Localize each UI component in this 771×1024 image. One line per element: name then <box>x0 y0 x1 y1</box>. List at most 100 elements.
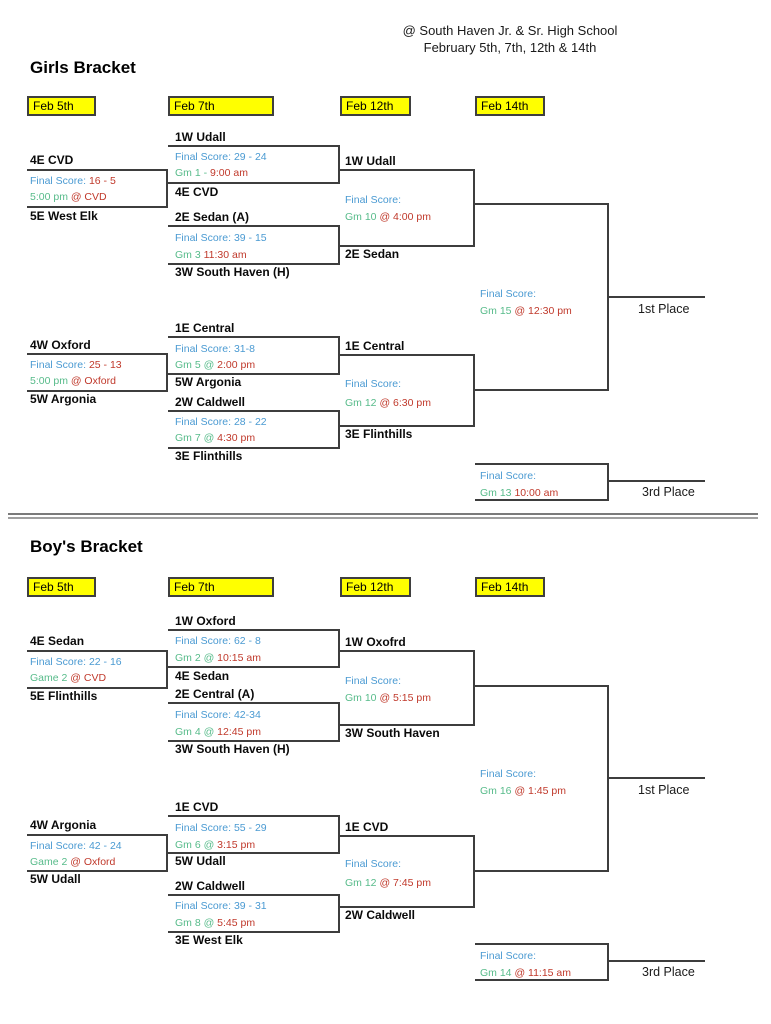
bracket-line-horizontal <box>168 263 340 265</box>
third-place-label: 3rd Place <box>642 485 695 499</box>
bracket-line-vertical <box>607 463 609 501</box>
game-time-red: 10:00 am <box>514 487 559 499</box>
game-time-red: 5:45 pm <box>217 917 256 929</box>
team-name: 1E Central <box>345 339 405 353</box>
bracket-line-vertical <box>473 835 475 908</box>
game-time-line: Gm 7 @ 4:30 pm <box>175 432 255 444</box>
bracket-line-horizontal <box>475 685 609 687</box>
game-time-red: @ 5:15 pm <box>379 692 431 704</box>
game-time-line: Game 2 @ Oxford <box>30 856 115 868</box>
game-time-line: Gm 16 @ 1:45 pm <box>480 785 566 797</box>
game-time-red: 2:00 pm <box>217 359 256 371</box>
game-time-red: 12:45 pm <box>217 726 261 738</box>
final-score-line: Final Score: <box>480 470 536 482</box>
bracket-line-vertical <box>338 894 340 933</box>
bracket-line-vertical <box>607 203 609 391</box>
final-score-label: Final Score: <box>480 768 537 780</box>
game-time-line: Gm 2 @ 10:15 am <box>175 652 261 664</box>
game-time-line: Gm 15 @ 12:30 pm <box>480 305 572 317</box>
final-score-value: 39 - 15 <box>233 232 267 244</box>
bracket-line-horizontal <box>168 225 340 227</box>
game-time-red: 10:15 am <box>217 652 261 664</box>
team-name: 5W Udall <box>30 872 81 886</box>
team-name: 4E CVD <box>175 185 219 199</box>
bracket-line-vertical <box>166 353 168 392</box>
bracket-line-vertical <box>166 169 168 208</box>
bracket-line-vertical <box>607 685 609 872</box>
game-time-line: Gm 13 10:00 am <box>480 487 558 499</box>
game-time-line: Gm 12 @ 7:45 pm <box>345 877 431 889</box>
final-score-line: Final Score: 39 - 15 <box>175 232 267 244</box>
bracket-line-vertical <box>473 650 475 726</box>
bracket-line-horizontal <box>168 145 340 147</box>
game-time-green: 5:00 pm <box>30 375 71 387</box>
date-header-feb12: Feb 12th <box>340 577 411 597</box>
final-score-line: Final Score: 62 - 8 <box>175 635 261 647</box>
game-time-green: Gm 14 <box>480 967 515 979</box>
final-score-value: 29 - 24 <box>233 151 267 163</box>
game-time-red: 4:30 pm <box>217 432 256 444</box>
final-score-line: Final Score: 16 - 5 <box>30 175 116 187</box>
bracket-line-horizontal <box>168 815 340 817</box>
team-name: 5W Udall <box>175 854 226 868</box>
final-score-label: Final Score: <box>30 840 89 852</box>
game-time-line: Gm 10 @ 4:00 pm <box>345 211 431 223</box>
game-time-red: 11:30 am <box>203 249 247 261</box>
team-name: 1W Oxford <box>175 614 236 628</box>
final-score-line: Final Score: 31-8 <box>175 343 255 355</box>
game-time-green: Game 2 <box>30 672 71 684</box>
bracket-line-horizontal <box>475 979 609 981</box>
final-score-label: Final Score: <box>175 343 234 355</box>
team-name: 2E Central (A) <box>175 687 255 701</box>
final-score-value: 31-8 <box>233 343 255 355</box>
bracket-line-vertical <box>166 650 168 689</box>
final-score-line: Final Score: <box>345 675 401 687</box>
bracket-line-horizontal <box>168 931 340 933</box>
date-header-feb7: Feb 7th <box>168 577 274 597</box>
bracket-line-horizontal <box>168 740 340 742</box>
game-time-red: @ 7:45 pm <box>379 877 431 889</box>
team-name: 3W South Haven <box>345 726 440 740</box>
dates-line: February 5th, 7th, 12th & 14th <box>423 40 597 55</box>
bracket-line-horizontal <box>475 389 609 391</box>
final-score-label: Final Score: <box>30 175 89 187</box>
boys-bracket-title: Boy's Bracket <box>30 537 143 556</box>
bracket-line-horizontal <box>340 354 475 356</box>
team-name: 5E West Elk <box>30 209 98 223</box>
date-header-feb5: Feb 5th <box>27 96 96 116</box>
bracket-line-horizontal <box>340 724 475 726</box>
bracket-line-horizontal <box>168 702 340 704</box>
game-time-red: @ Oxford <box>70 375 116 387</box>
bracket-line-horizontal <box>27 169 168 171</box>
team-name: 4E Sedan <box>175 669 230 683</box>
final-score-value: 42 - 24 <box>88 840 122 852</box>
bracket-line-horizontal <box>340 906 475 908</box>
game-time-line: Gm 10 @ 5:15 pm <box>345 692 431 704</box>
bracket-line-horizontal <box>609 296 705 298</box>
game-time-red: @ 6:30 pm <box>379 397 431 409</box>
game-time-red: @ 1:45 pm <box>514 785 566 797</box>
final-score-label: Final Score: <box>345 675 402 687</box>
team-name: 3W South Haven (H) <box>175 265 290 279</box>
game-time-red: @ 11:15 am <box>514 967 572 979</box>
final-score-value: 16 - 5 <box>88 175 116 187</box>
team-name: 1E CVD <box>175 800 219 814</box>
third-place-label: 3rd Place <box>642 965 695 979</box>
bracket-line-vertical <box>473 169 475 247</box>
bracket-line-horizontal <box>340 169 475 171</box>
team-name: 1W Oxofrd <box>345 635 406 649</box>
final-score-label: Final Score: <box>480 950 537 962</box>
bracket-line-vertical <box>338 410 340 449</box>
team-name: 1W Udall <box>345 154 396 168</box>
final-score-label: Final Score: <box>345 858 402 870</box>
team-name: 2E Sedan (A) <box>175 210 250 224</box>
bracket-line-horizontal <box>340 245 475 247</box>
bracket-line-horizontal <box>168 894 340 896</box>
team-name: 1E Central <box>175 321 235 335</box>
girls-bracket-title: Girls Bracket <box>30 58 136 77</box>
team-name: 3W South Haven (H) <box>175 742 290 756</box>
bracket-line-horizontal <box>475 463 609 465</box>
final-score-line: Final Score: 42-34 <box>175 709 261 721</box>
game-time-red: @ CVD <box>70 672 107 684</box>
final-score-value: 22 - 16 <box>88 656 122 668</box>
